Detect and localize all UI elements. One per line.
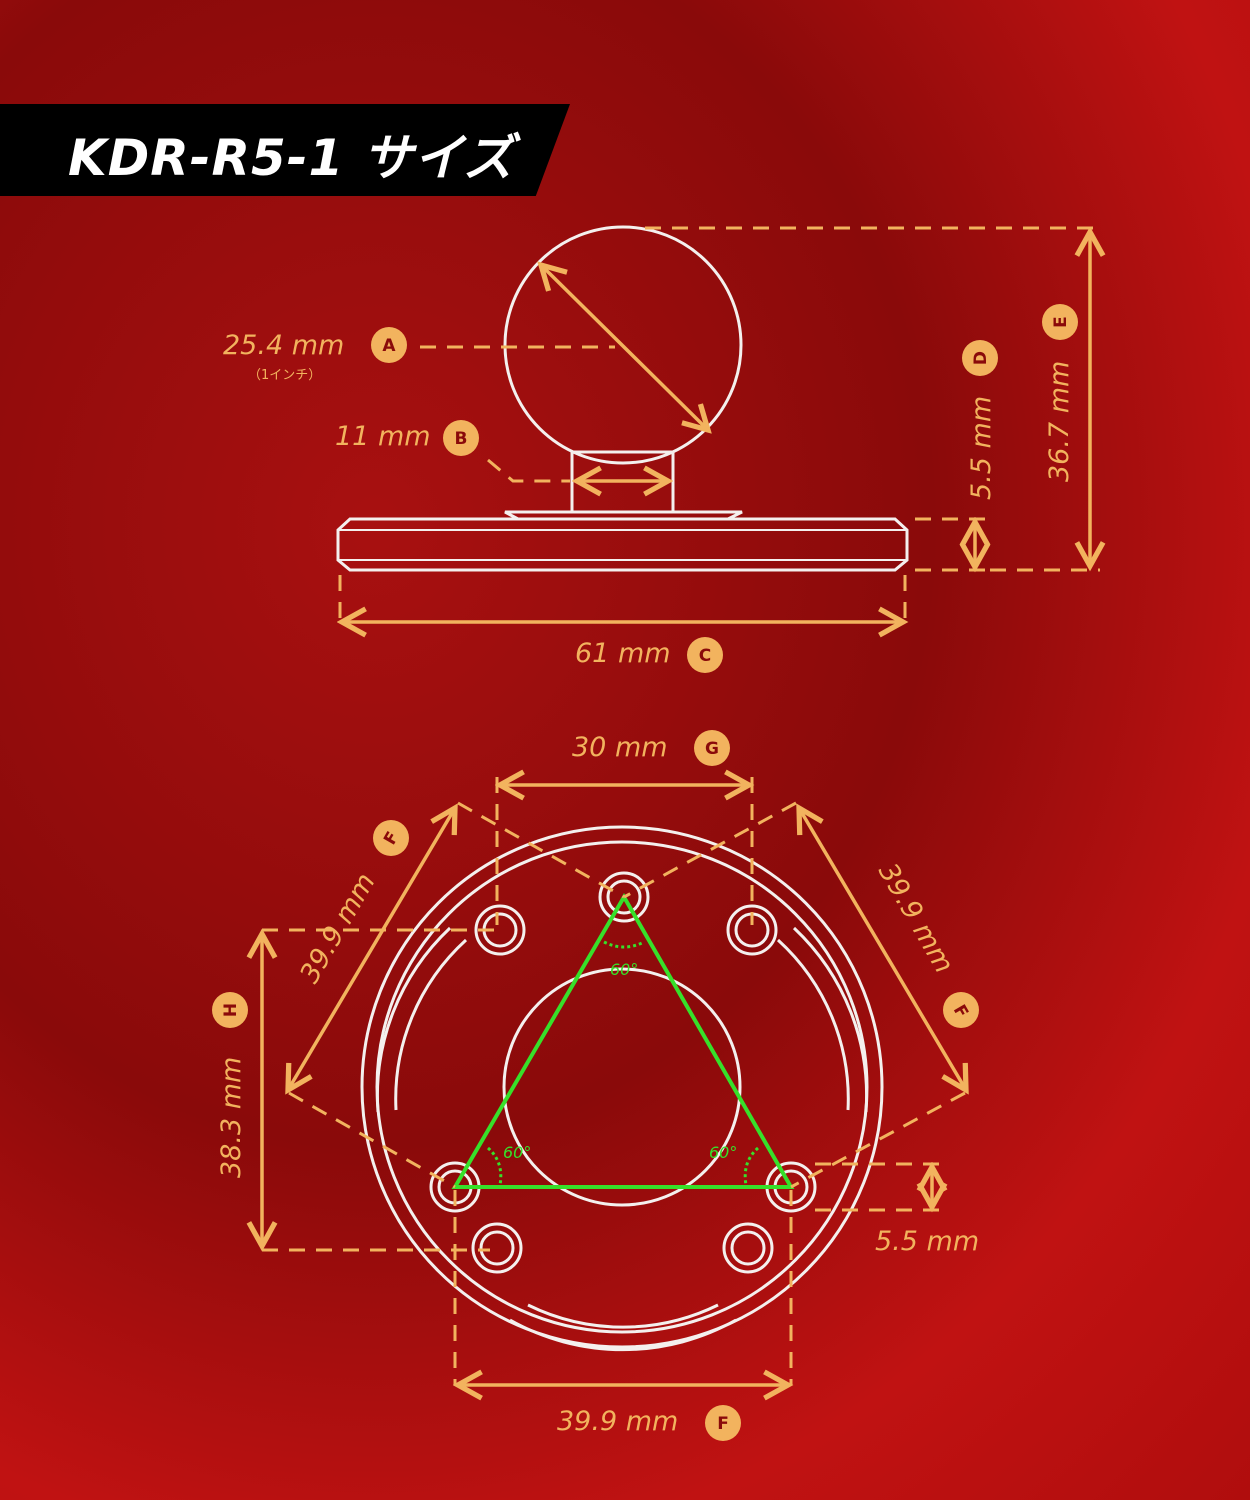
dim-g-label: 30 mm bbox=[572, 732, 668, 763]
dim-f-bottom-label: 39.9 mm bbox=[557, 1406, 678, 1437]
plate-inner-ring-outline bbox=[375, 840, 869, 1334]
dim-d-label: 5.5 mm bbox=[966, 396, 997, 500]
angle-arc-top bbox=[603, 940, 645, 949]
badge-h: H bbox=[212, 992, 248, 1028]
dim-f-left-label: 39.9 mm bbox=[294, 868, 382, 989]
angle-label-left: 60° bbox=[503, 1143, 531, 1162]
mount-holes bbox=[429, 871, 817, 1274]
dim-a-note: （1インチ） bbox=[248, 368, 321, 383]
svg-text:E: E bbox=[1051, 316, 1071, 328]
dim-b-label: 11 mm bbox=[335, 421, 431, 452]
dim-hole-label: 5.5 mm bbox=[875, 1226, 979, 1257]
angle-arc-right bbox=[743, 1146, 760, 1186]
top-view bbox=[360, 825, 884, 1352]
dim-h-label: 38.3 mm bbox=[216, 1057, 247, 1178]
plate-outer-outline bbox=[360, 825, 884, 1349]
svg-text:B: B bbox=[455, 429, 468, 449]
title-banner bbox=[0, 104, 570, 196]
angle-label-right: 60° bbox=[709, 1143, 737, 1162]
cutout-bottom bbox=[509, 1318, 737, 1352]
page-title: KDR-R5-1 サイズ bbox=[68, 129, 515, 187]
dim-a-arrow bbox=[541, 265, 708, 430]
badge-g: G bbox=[694, 730, 730, 766]
svg-text:D: D bbox=[971, 351, 991, 365]
triangle-overlay bbox=[451, 893, 795, 1189]
badge-c: C bbox=[687, 637, 723, 673]
angle-label-top: 60° bbox=[610, 960, 638, 979]
dim-e-label: 36.7 mm bbox=[1044, 361, 1075, 482]
svg-text:G: G bbox=[705, 739, 719, 759]
angle-arc-left bbox=[486, 1146, 503, 1186]
badge-f-right: F bbox=[943, 992, 979, 1028]
center-boss-outline bbox=[502, 967, 742, 1207]
dim-c-label: 61 mm bbox=[575, 638, 671, 669]
badge-b: B bbox=[443, 420, 479, 456]
svg-text:H: H bbox=[221, 1003, 241, 1017]
dim-f-right-label: 39.9 mm bbox=[872, 858, 960, 979]
svg-text:A: A bbox=[382, 336, 396, 356]
ball-outline bbox=[503, 225, 743, 465]
dim-a-label: 25.4 mm bbox=[223, 330, 344, 361]
badge-f-bottom: F bbox=[705, 1405, 741, 1441]
base-plate-outline bbox=[336, 517, 909, 572]
svg-text:C: C bbox=[699, 646, 711, 666]
badge-d: D bbox=[962, 340, 998, 376]
badge-e: E bbox=[1042, 304, 1078, 340]
badge-a: A bbox=[371, 327, 407, 363]
side-view bbox=[336, 225, 909, 572]
badge-f-left: F bbox=[373, 820, 409, 856]
dim-f-left-arrow bbox=[288, 808, 455, 1090]
dim-b-leader bbox=[487, 458, 570, 483]
svg-text:F: F bbox=[717, 1414, 729, 1434]
dim-f-right-arrow bbox=[799, 808, 966, 1090]
